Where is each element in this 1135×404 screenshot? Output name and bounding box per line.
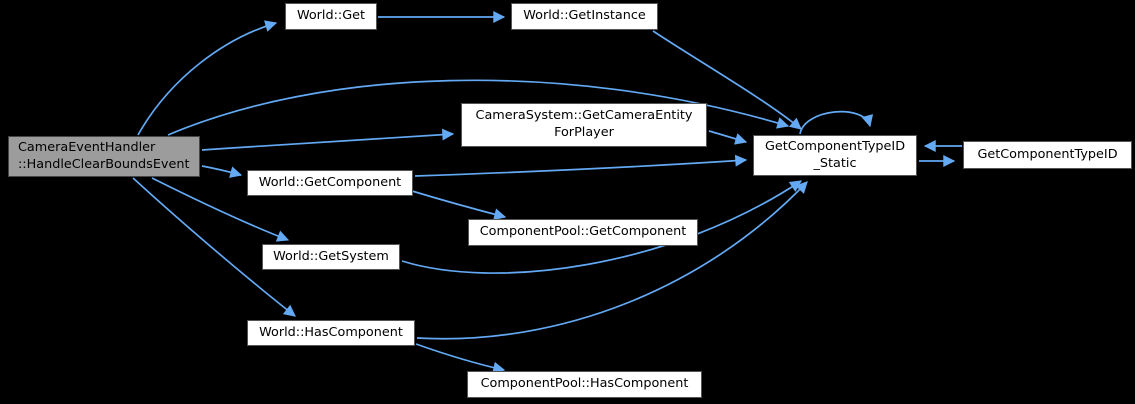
node-label: World::Get <box>296 8 366 24</box>
node-label: CameraSystem::GetCameraEntity ForPlayer <box>475 108 693 140</box>
edge-world-hascomponent-to-pool-hascomponent <box>415 343 506 374</box>
node-camerasystem-getcameraentityforplayer[interactable]: CameraSystem::GetCameraEntity ForPlayer <box>461 103 707 147</box>
edge-main-to-world-getcomponent <box>201 165 243 178</box>
node-world-getcomponent[interactable]: World::GetComponent <box>247 170 413 196</box>
node-label: World::GetComponent <box>258 174 402 190</box>
node-label: GetComponentTypeID _Static <box>764 138 906 171</box>
node-getcomponenttypeid[interactable]: GetComponentTypeID <box>963 141 1132 169</box>
node-label: CameraEventHandler ::HandleClearBoundsEv… <box>18 139 190 172</box>
edge-camera-entity-to-typeid-static <box>708 130 748 145</box>
edge-getinstance-to-typeid-static <box>652 30 802 130</box>
edge-main-to-typeid-static <box>167 79 790 136</box>
edge-main-to-world-hascomponent <box>132 177 296 317</box>
node-world-get[interactable]: World::Get <box>285 3 377 30</box>
node-camera-event-handler-handle-clear-bounds-event[interactable]: CameraEventHandler ::HandleClearBoundsEv… <box>8 136 200 177</box>
node-label: World::GetInstance <box>523 8 646 24</box>
node-label: World::GetSystem <box>273 248 389 264</box>
node-label: ComponentPool::GetComponent <box>479 224 687 240</box>
node-componentpool-getcomponent[interactable]: ComponentPool::GetComponent <box>468 219 698 246</box>
edge-world-hascomponent-to-typeid-static <box>416 181 808 340</box>
edge-main-to-world-getsystem <box>151 177 290 242</box>
edge-typeid-static-self-loop <box>799 110 874 135</box>
node-world-getsystem[interactable]: World::GetSystem <box>262 244 400 270</box>
node-label: GetComponentTypeID <box>977 146 1118 162</box>
edge-world-getcomponent-to-pool-getcomponent <box>411 190 507 221</box>
node-label: World::HasComponent <box>259 324 403 340</box>
node-world-getinstance[interactable]: World::GetInstance <box>511 3 658 30</box>
node-label: ComponentPool::HasComponent <box>480 376 689 392</box>
edge-main-to-world-get <box>137 20 278 136</box>
edge-world-getcomponent-to-typeid-static <box>414 154 748 177</box>
node-world-hascomponent[interactable]: World::HasComponent <box>247 320 415 346</box>
edge-main-to-camera-entity <box>201 128 455 151</box>
edge-world-getsystem-to-typeid-static <box>401 180 802 274</box>
node-getcomponenttypeid-static[interactable]: GetComponentTypeID _Static <box>753 135 917 176</box>
node-componentpool-hascomponent[interactable]: ComponentPool::HasComponent <box>467 371 702 398</box>
